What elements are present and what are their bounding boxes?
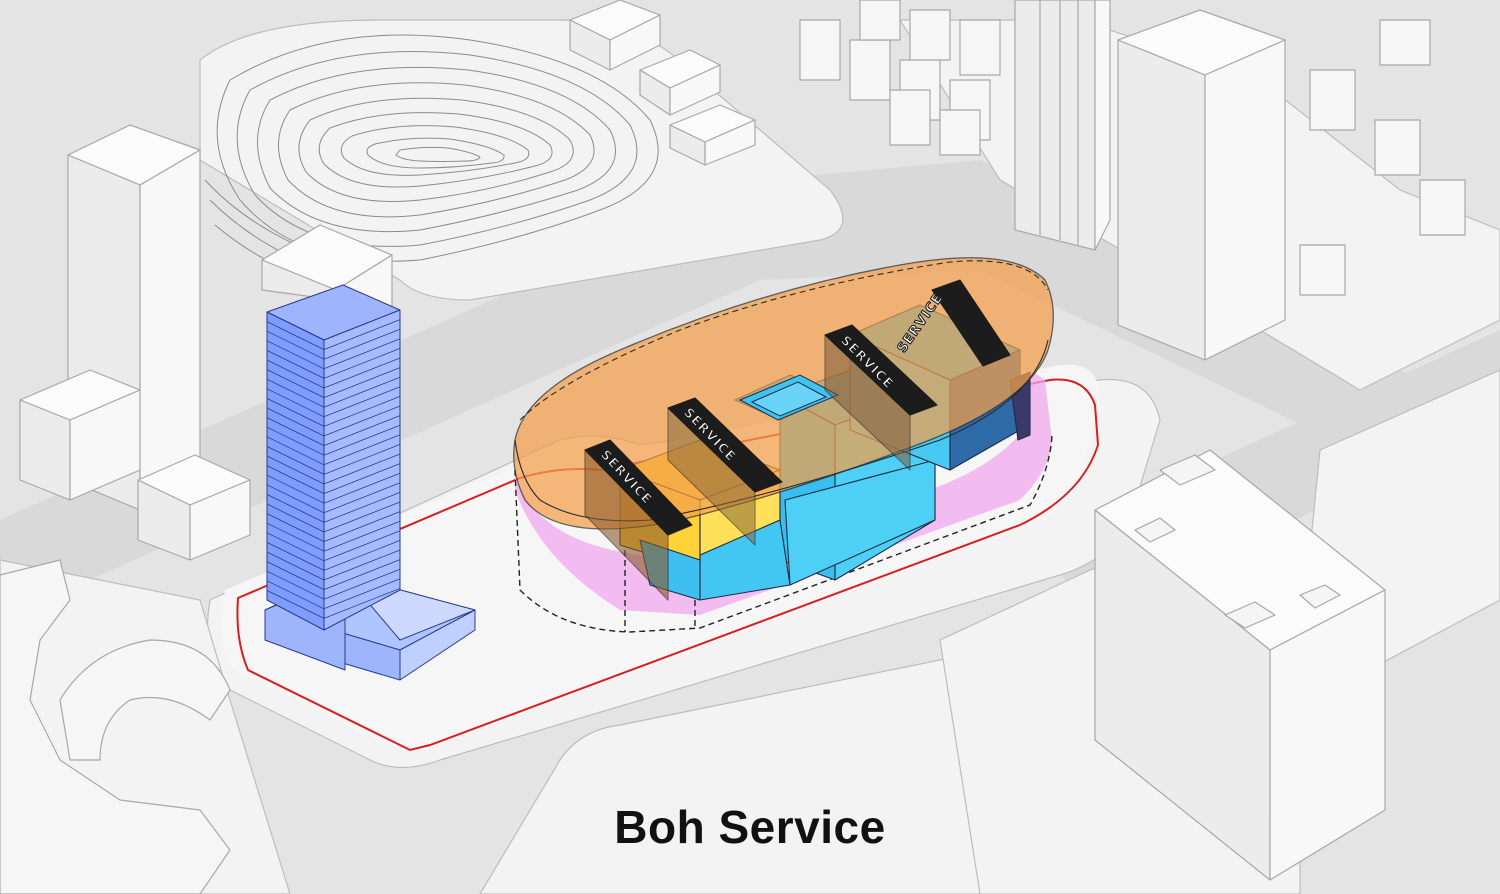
tower-floor-line [266, 415, 401, 446]
tower-floor-line [266, 453, 401, 485]
tower-floor-line [266, 559, 401, 590]
tower-floor-line [266, 520, 401, 552]
tower-floor-line [266, 588, 401, 619]
tower-floor-line [266, 492, 401, 523]
tower-floor-line [266, 472, 401, 504]
tower-floor-line [266, 463, 401, 494]
tower-right-back [1117, 9, 1286, 361]
tower-floor-line [266, 549, 401, 581]
tower-floor-line [266, 367, 401, 398]
tower-top-center [1014, 0, 1111, 251]
tower-floor-line [266, 578, 401, 610]
tower-floor-line [266, 405, 401, 437]
block-left-mid [19, 369, 251, 561]
tower-floor-line [266, 482, 401, 514]
context-buildings [0, 0, 1466, 894]
block-right-front [1094, 449, 1386, 881]
tower-floor-line [266, 309, 401, 341]
tower-floor-line [266, 434, 401, 466]
tower-floor-line [266, 540, 401, 571]
small-blocks-right [1299, 19, 1466, 296]
tower-floor-line [266, 444, 401, 475]
tower-floor-line [266, 386, 401, 418]
diagram-caption: Boh Service [614, 801, 886, 853]
tower-floor-line [266, 357, 401, 389]
tower-floor-line [266, 511, 401, 542]
tower-floor-line [266, 319, 401, 350]
service-core-2: SERVICE [667, 397, 783, 546]
tower-floor-line [266, 501, 401, 533]
grid-blocks-top [799, 0, 1001, 156]
tower-floor-line [266, 396, 401, 427]
tower-floor-line [266, 328, 401, 360]
tower-floor-line [266, 338, 401, 370]
tower-floor-lines [266, 309, 401, 619]
tower-floor-line [266, 424, 401, 456]
residential-ring-left [0, 559, 231, 894]
blue-tower [264, 284, 476, 681]
small-blocks-top [569, 0, 756, 166]
tower-floor-line [266, 530, 401, 562]
tower-floor-line [266, 568, 401, 600]
tower-floor-line [266, 376, 401, 408]
service-core-3: SERVICE [824, 324, 938, 471]
tower-floor-line [266, 348, 401, 379]
